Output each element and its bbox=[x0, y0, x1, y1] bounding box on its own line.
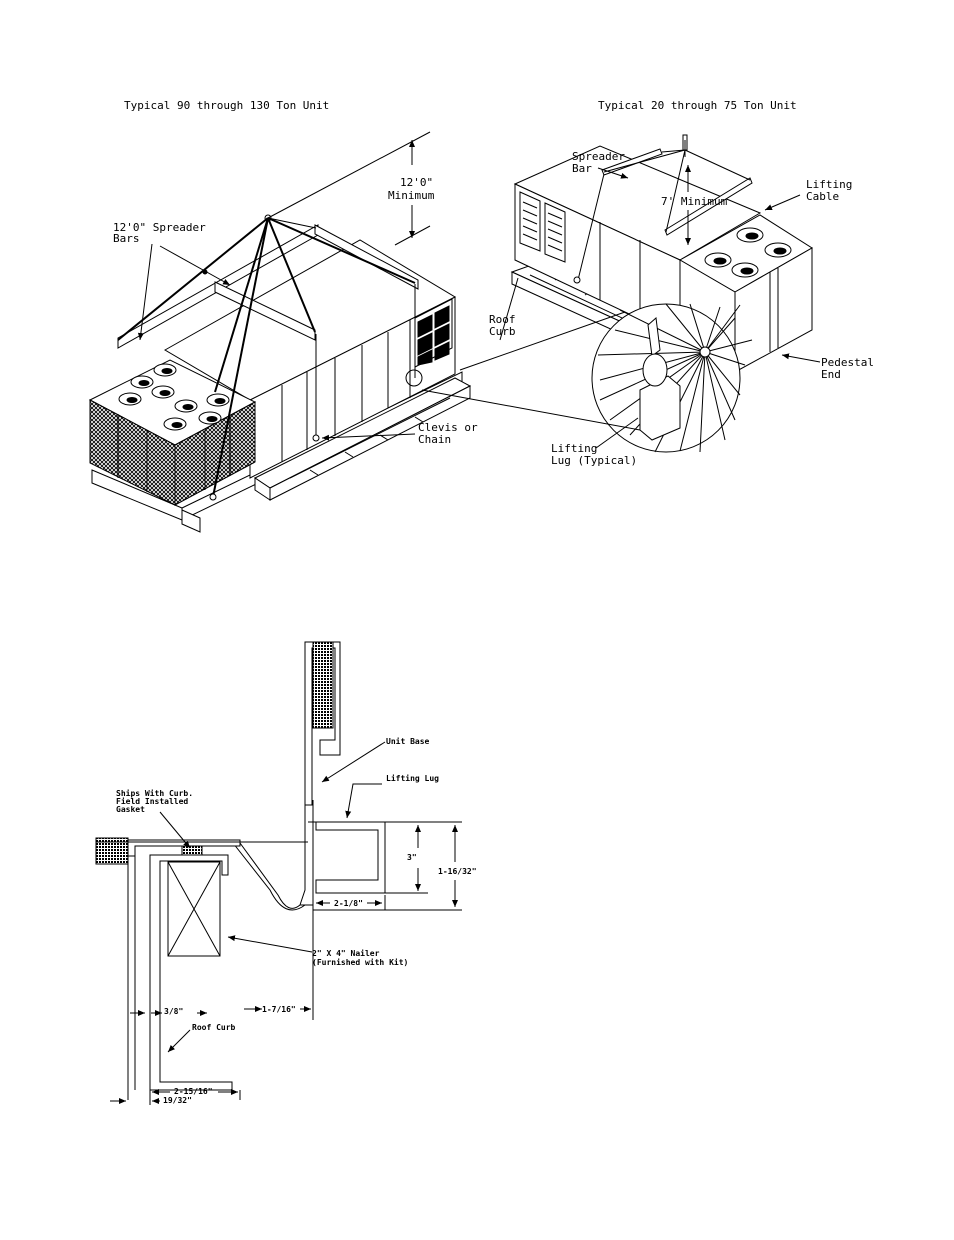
label-lifting-cable-line1: Lifting bbox=[806, 178, 852, 191]
label-12-min-line1: 12'0" bbox=[400, 176, 433, 189]
large-unit-illustration bbox=[88, 131, 472, 533]
dim-1-7-16: 1-7/16" bbox=[262, 1005, 296, 1014]
cross-section-labels: Unit Base Lifting Lug Ships With Curb. F… bbox=[116, 736, 477, 1105]
dim-2-1-8: 2-1/8" bbox=[334, 899, 363, 908]
label-lifting-lug-line2: Lug (Typical) bbox=[551, 454, 637, 467]
label-lifting-cable-line2: Cable bbox=[806, 190, 839, 203]
right-unit-title: Typical 20 through 75 Ton Unit bbox=[598, 99, 797, 112]
label-clevis-line1: Clevis or bbox=[418, 421, 478, 434]
left-unit-title: Typical 90 through 130 Ton Unit bbox=[124, 99, 329, 112]
label-spreader-bars-line2: Bars bbox=[113, 232, 140, 245]
curb-cross-section bbox=[95, 641, 462, 1105]
label-spreader-bar-line1: Spreader bbox=[572, 150, 625, 163]
dim-2-15-16: 2-15/16" bbox=[174, 1087, 213, 1096]
dim-19-32: 19/32" bbox=[163, 1096, 192, 1105]
dim-3-8: 3/8" bbox=[164, 1007, 183, 1016]
label-spreader-bar-line2: Bar bbox=[572, 162, 592, 175]
label-clevis-line2: Chain bbox=[418, 433, 451, 446]
label-12-min-line2: Minimum bbox=[388, 189, 435, 202]
label-lifting-lug-detail: Lifting Lug bbox=[386, 773, 439, 783]
label-gasket-line2: Field Installed bbox=[116, 796, 188, 806]
label-spreader-bars-line1: 12'0" Spreader bbox=[113, 221, 206, 234]
label-pedestal-end-line2: End bbox=[821, 368, 841, 381]
label-roof-curb-line1: Roof bbox=[489, 313, 516, 326]
small-unit-illustration bbox=[421, 134, 821, 453]
label-lifting-lug-line1: Lifting bbox=[551, 442, 597, 455]
dim-1-16-32: 1-16/32" bbox=[438, 867, 477, 876]
top-figure-labels: 12'0" Minimum 12'0" Spreader Bars Spread… bbox=[113, 150, 874, 467]
label-gasket-line1: Ships With Curb. bbox=[116, 788, 193, 798]
label-roof-curb-detail: Roof Curb bbox=[192, 1023, 236, 1032]
dim-3in: 3" bbox=[407, 853, 417, 862]
label-pedestal-end-line1: Pedestal bbox=[821, 356, 874, 369]
label-roof-curb-line2: Curb bbox=[489, 325, 516, 338]
label-gasket-line3: Gasket bbox=[116, 805, 145, 814]
label-nailer-line2: (Furnished with Kit) bbox=[312, 957, 408, 967]
label-7-min: 7' Minimum bbox=[661, 195, 728, 208]
label-nailer-line1: 2" X 4" Nailer bbox=[312, 948, 380, 958]
label-unit-base: Unit Base bbox=[386, 736, 430, 746]
